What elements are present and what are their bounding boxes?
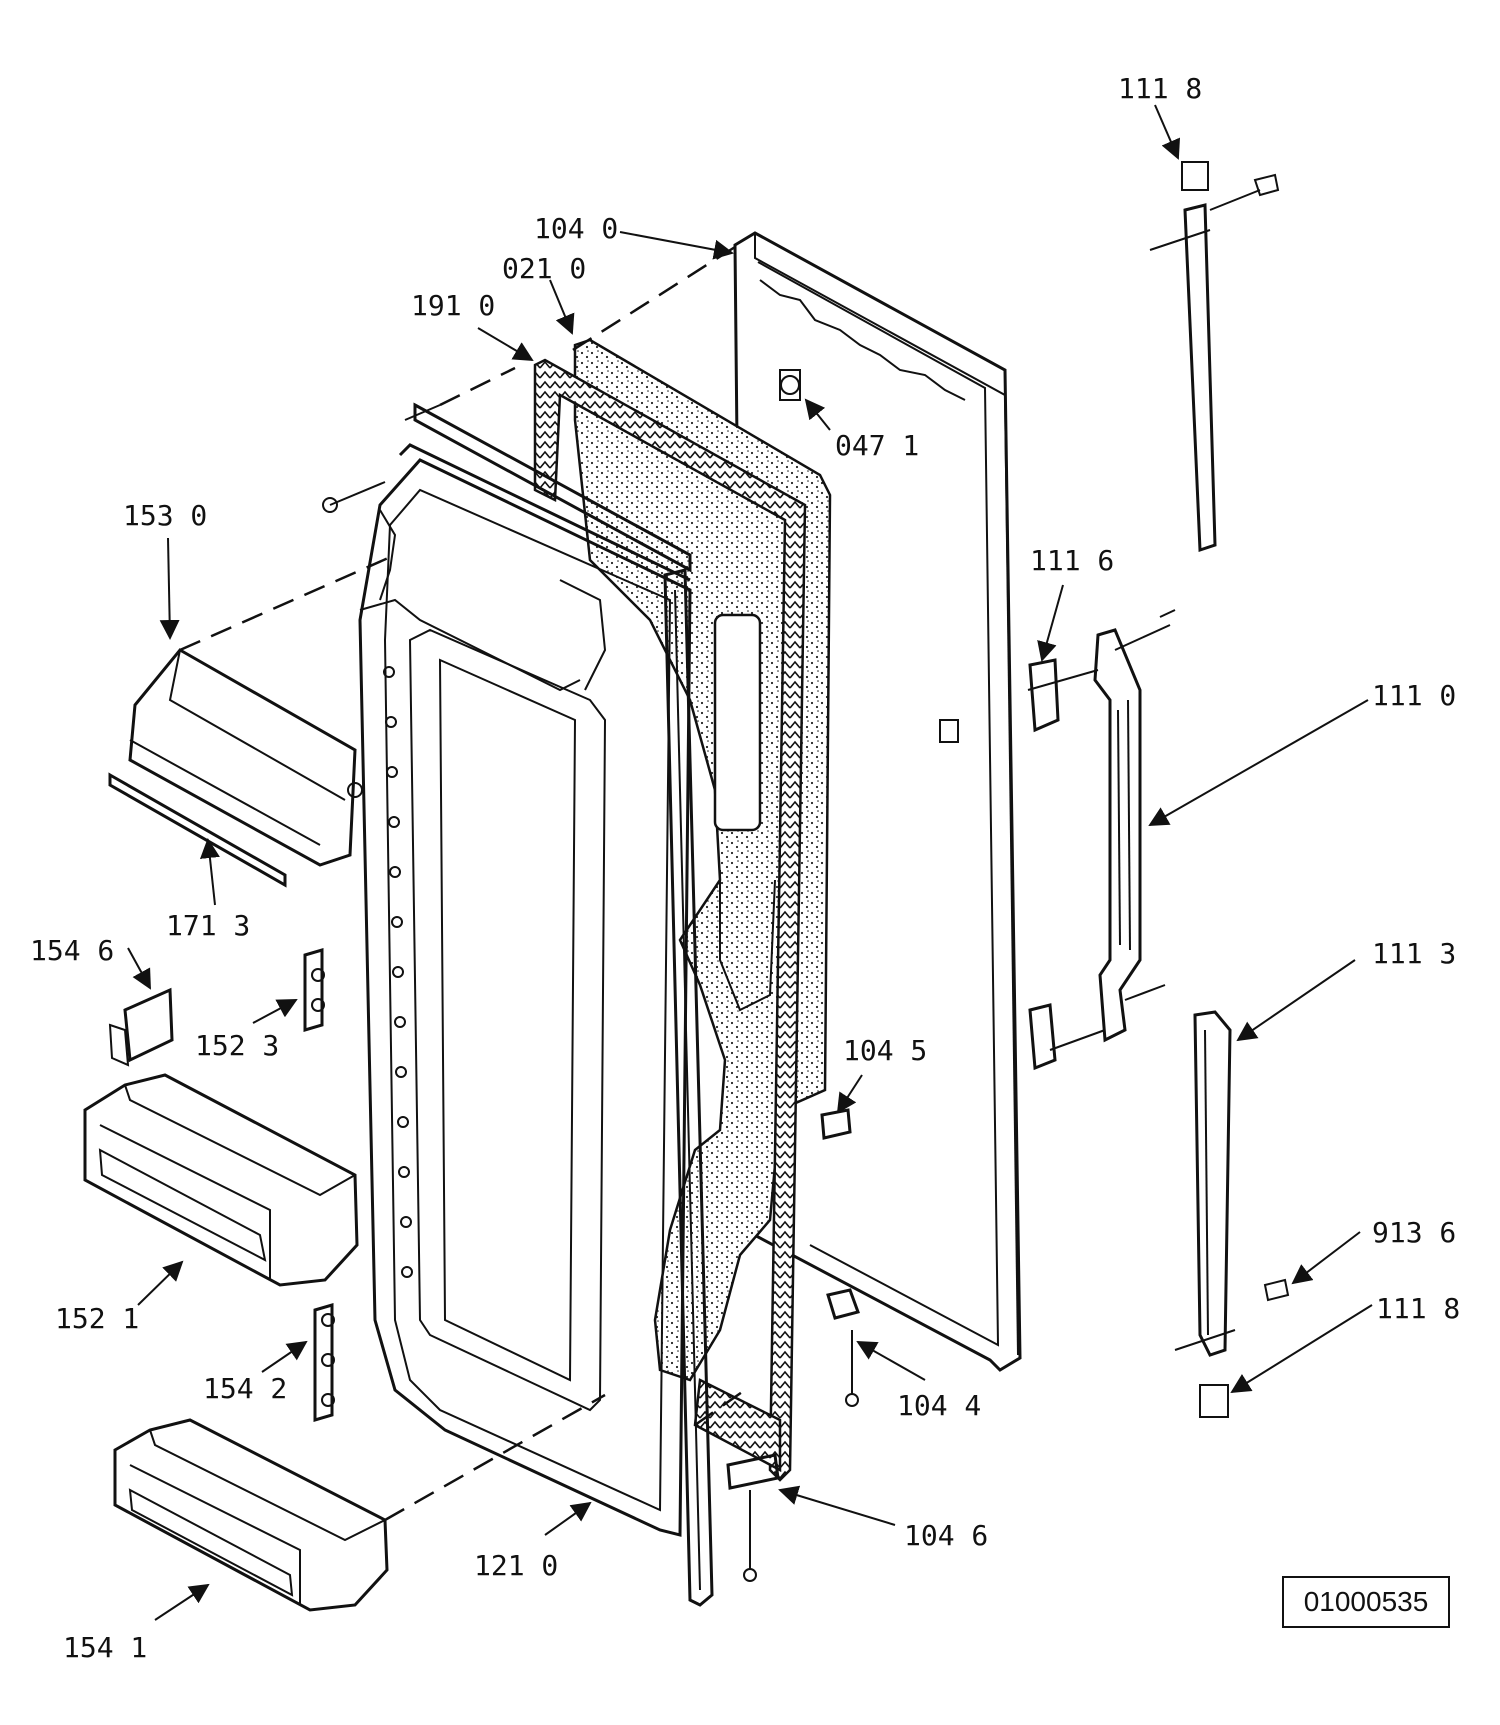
foam-insulation bbox=[573, 338, 832, 1382]
label-152-1: 152 1 bbox=[55, 1302, 139, 1335]
label-047-1: 047 1 bbox=[835, 429, 919, 462]
door-gasket bbox=[533, 358, 807, 1482]
door-bin-154-1 bbox=[113, 1418, 389, 1612]
label-111-3: 111 3 bbox=[1372, 937, 1456, 970]
label-111-8-bottom: 111 8 bbox=[1376, 1292, 1460, 1325]
label-153-0: 153 0 bbox=[123, 499, 207, 532]
liner-shelf-holes bbox=[383, 666, 413, 1278]
door-liner bbox=[358, 443, 692, 1537]
label-154-6: 154 6 bbox=[30, 934, 114, 967]
label-111-0: 111 0 bbox=[1372, 679, 1456, 712]
label-104-5: 104 5 bbox=[843, 1034, 927, 1067]
assembly-lines bbox=[179, 245, 746, 1522]
label-154-2: 154 2 bbox=[203, 1372, 287, 1405]
label-104-0: 104 0 bbox=[534, 212, 618, 245]
shelf-clip-152-3 bbox=[303, 947, 325, 1033]
label-104-6: 104 6 bbox=[904, 1519, 988, 1552]
label-191-0: 191 0 bbox=[411, 289, 495, 322]
leader-arrows bbox=[127, 104, 1373, 1621]
handle-trim-111-3 bbox=[1174, 1010, 1290, 1418]
handle-trim-top bbox=[1149, 161, 1280, 553]
label-152-3: 152 3 bbox=[195, 1029, 279, 1062]
bracket-154-6 bbox=[108, 987, 174, 1067]
door-bin-152-1 bbox=[83, 1073, 359, 1287]
label-121-0: 121 0 bbox=[474, 1549, 558, 1582]
label-104-4: 104 4 bbox=[897, 1389, 981, 1422]
door-handle-111-0 bbox=[1027, 609, 1176, 1051]
handle-end-cap-111-6 bbox=[1028, 658, 1060, 1071]
label-154-1: 154 1 bbox=[63, 1631, 147, 1664]
label-111-8-top: 111 8 bbox=[1118, 72, 1202, 105]
label-171-3: 171 3 bbox=[166, 909, 250, 942]
label-021-0: 021 0 bbox=[502, 252, 586, 285]
label-913-6: 913 6 bbox=[1372, 1216, 1456, 1249]
reference-number: 01000535 bbox=[1303, 1586, 1429, 1617]
reference-number-box: 01000535 bbox=[1282, 1576, 1450, 1628]
shelf-clip-154-2 bbox=[313, 1302, 335, 1423]
dispenser-cover bbox=[108, 648, 363, 888]
label-111-6: 111 6 bbox=[1030, 544, 1114, 577]
screws bbox=[322, 404, 441, 513]
part-labels: 111 8 104 0 021 0 191 0 047 1 153 0 111 … bbox=[30, 72, 1460, 1664]
